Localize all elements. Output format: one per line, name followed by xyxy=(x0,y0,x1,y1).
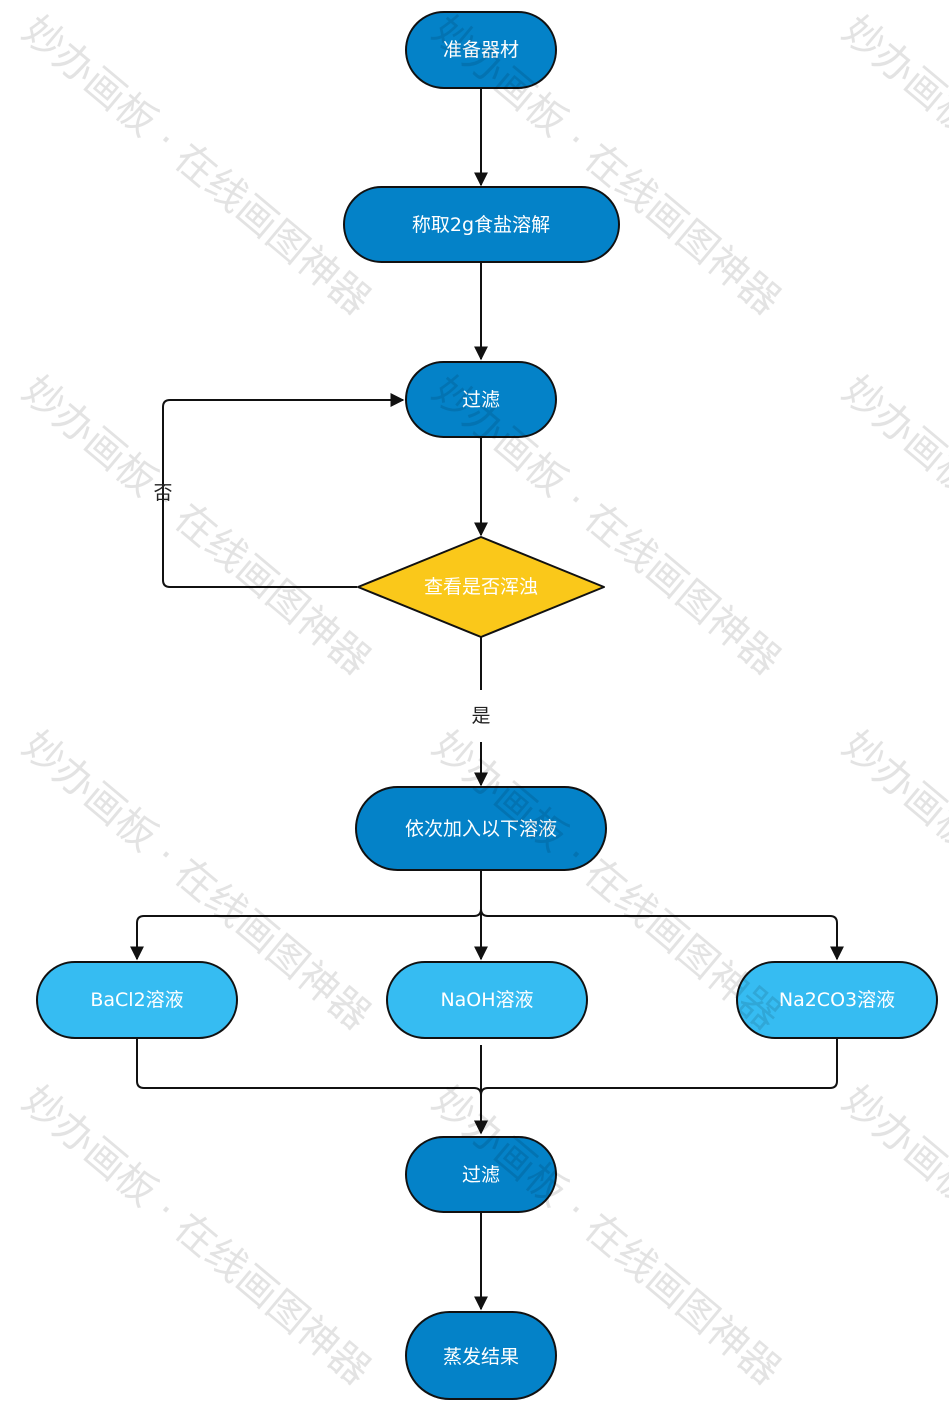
watermark-text: 妙办画板 · 在线画图神器 xyxy=(14,1077,379,1394)
edge-bacl2-to-filter xyxy=(136,1038,488,1135)
node-na2co3-shape xyxy=(736,961,938,1039)
node-add-solutions-shape xyxy=(355,786,607,871)
node-check-turbid-label: 查看是否浑浊 xyxy=(424,576,538,598)
node-filter-2-label: 过滤 xyxy=(462,1164,500,1186)
watermark-text: 妙办画板 · 在线画图神器 xyxy=(834,7,949,324)
edge-check-no-loop xyxy=(162,393,405,588)
node-prepare[interactable]: 准备器材 xyxy=(405,11,557,89)
label-yes: 是 xyxy=(471,705,490,727)
watermark-text: 妙办画板 · 在线画图神器 xyxy=(14,367,379,684)
watermark-text: 妙办画板 · 在线画图神器 xyxy=(424,7,789,324)
node-check-turbid-shape xyxy=(357,536,605,638)
edges xyxy=(130,88,844,1311)
node-bacl2-label: BaCl2溶液 xyxy=(90,989,183,1011)
node-filter-1-label: 过滤 xyxy=(462,389,500,411)
node-na2co3[interactable]: Na2CO3溶液 xyxy=(736,961,938,1039)
node-filter-1-shape xyxy=(405,361,557,438)
node-evaporate-shape xyxy=(405,1311,557,1400)
node-filter-2[interactable]: 过滤 xyxy=(405,1136,557,1213)
node-check-turbid[interactable]: 查看是否浑浊 xyxy=(357,536,605,638)
node-filter-1[interactable]: 过滤 xyxy=(405,361,557,438)
node-filter-2-shape xyxy=(405,1136,557,1213)
node-bacl2[interactable]: BaCl2溶液 xyxy=(36,961,238,1039)
node-naoh-shape xyxy=(386,961,588,1039)
node-weigh-dissolve-label: 称取2g食盐溶解 xyxy=(412,214,550,236)
watermark-text: 妙办画板 · 在线画图神器 xyxy=(834,1077,949,1394)
node-naoh-label: NaOH溶液 xyxy=(440,989,533,1011)
edge-add-to-na2co3 xyxy=(480,908,844,961)
edge-na2co3-to-filter xyxy=(480,1038,838,1096)
watermark-text: 妙办画板 · 在线画图神器 xyxy=(834,367,949,684)
node-na2co3-label: Na2CO3溶液 xyxy=(779,989,895,1011)
node-prepare-shape xyxy=(405,11,557,89)
node-evaporate[interactable]: 蒸发结果 xyxy=(405,1311,557,1400)
node-prepare-label: 准备器材 xyxy=(443,39,519,61)
node-naoh[interactable]: NaOH溶液 xyxy=(386,961,588,1039)
node-bacl2-shape xyxy=(36,961,238,1039)
node-add-solutions[interactable]: 依次加入以下溶液 xyxy=(355,786,607,871)
node-add-solutions-label: 依次加入以下溶液 xyxy=(405,818,557,840)
node-weigh-dissolve[interactable]: 称取2g食盐溶解 xyxy=(343,186,620,263)
node-weigh-dissolve-shape xyxy=(343,186,620,263)
label-no: 否 xyxy=(153,482,172,504)
node-evaporate-label: 蒸发结果 xyxy=(443,1346,519,1368)
watermark-text: 妙办画板 · 在线画图神器 xyxy=(14,7,379,324)
